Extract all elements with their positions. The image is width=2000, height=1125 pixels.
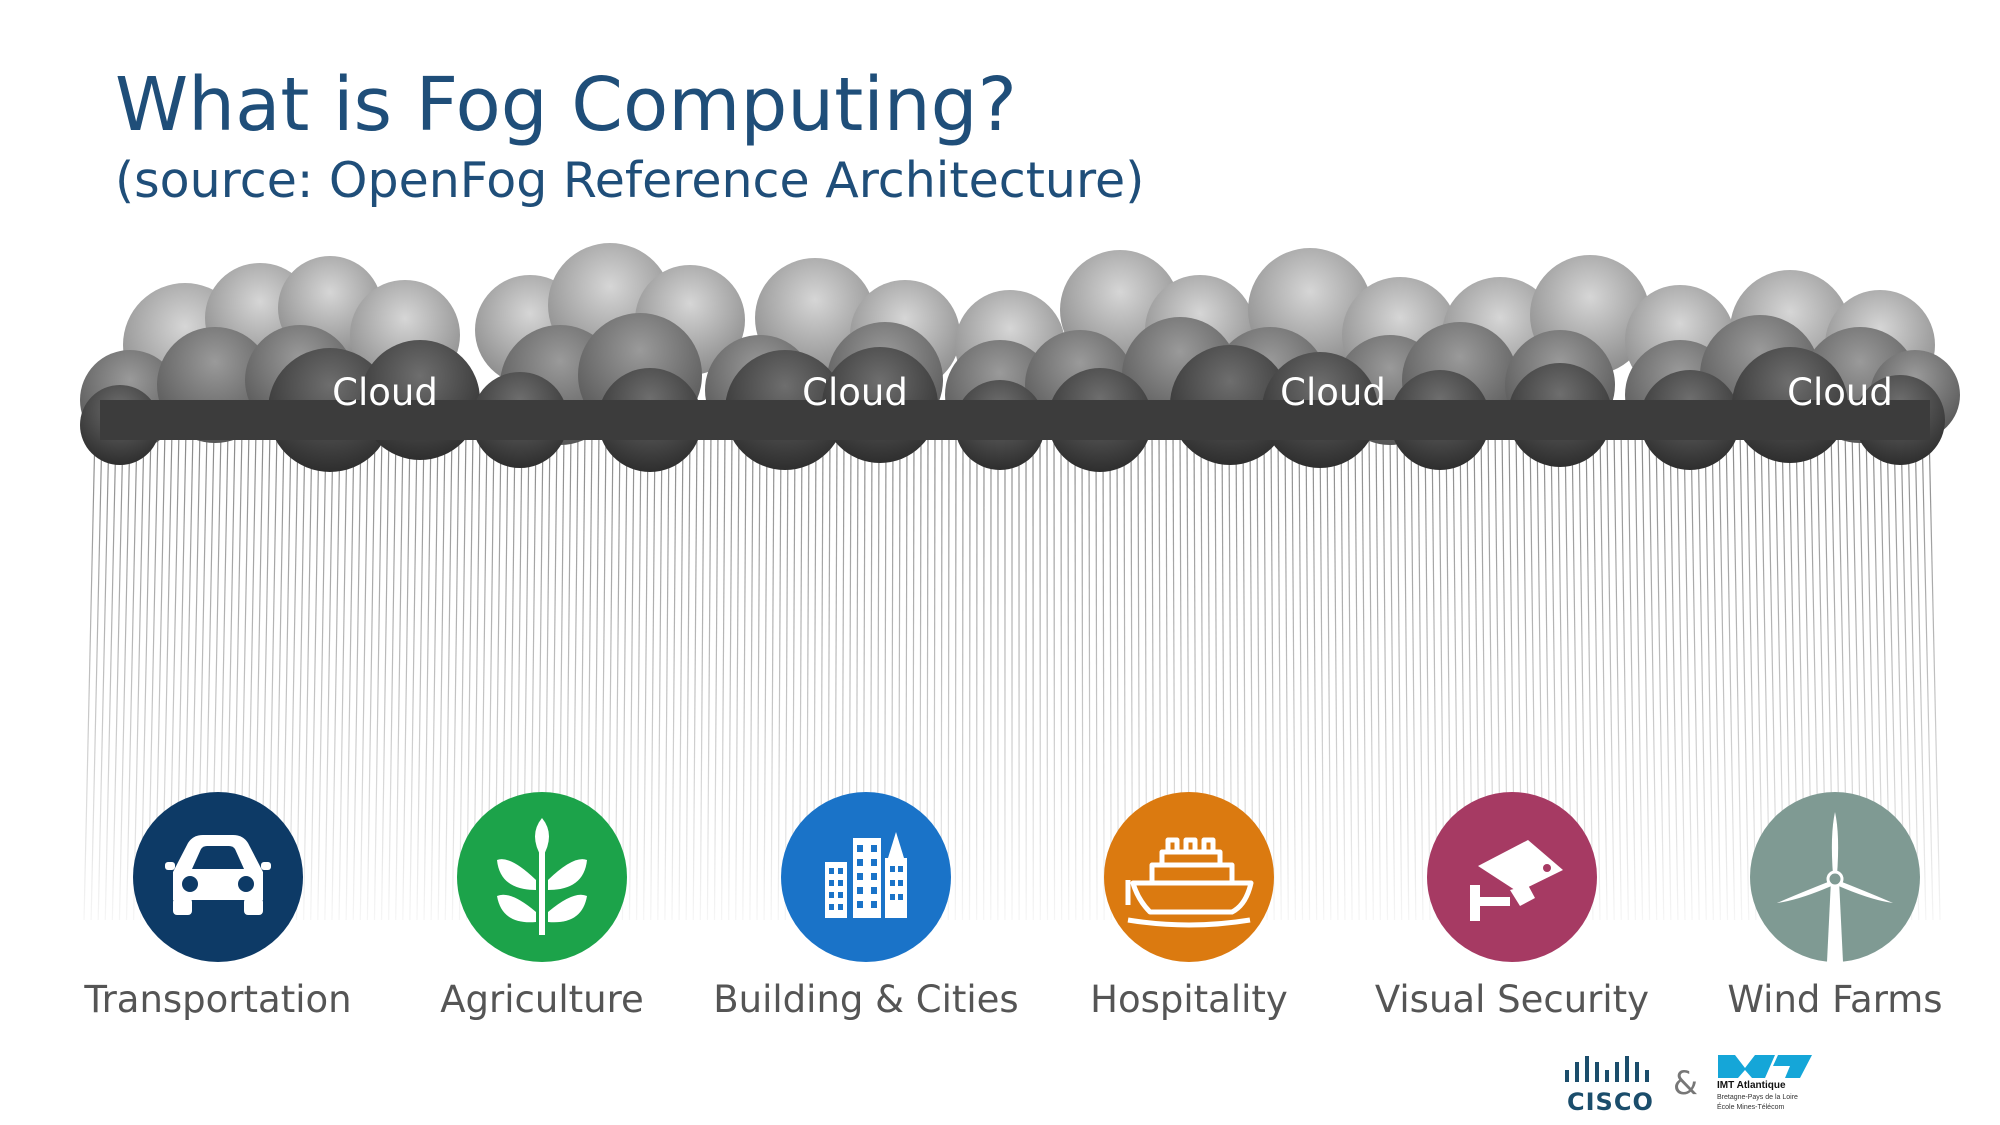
domain-label: Agriculture [440,978,643,1021]
domain-label: Wind Farms [1727,978,1942,1021]
imt-atlantique-line2: École Mines-Télécom [1717,1104,1785,1111]
plant-icon [497,818,587,935]
ampersand: & [1673,1064,1698,1102]
imt-atlantique-name: IMT Atlantique [1717,1080,1786,1091]
cisco-logo-icon [1565,1056,1649,1082]
ship-icon [1125,837,1254,928]
cloud-label-1: Cloud [332,371,438,414]
cloud-label-2: Cloud [802,371,908,414]
slide-title: What is Fog Computing? [115,62,1017,148]
domain-hospitality: Hospitality [1090,792,1288,1021]
cloud-label-3: Cloud [1280,371,1386,414]
domain-visual-security: Visual Security [1375,792,1649,1021]
domain-transportation: Transportation [83,792,352,1021]
cisco-logo: CISCO [1567,1088,1654,1116]
imt-atlantique-line1: Bretagne-Pays de la Loire [1717,1094,1798,1101]
rain-fade [60,440,1960,960]
car-icon [165,835,271,915]
buildings-icon [825,832,907,918]
footer-logos: CISCO & IMT Atlantique Bretagne-Pays de … [1555,1050,1935,1120]
domain-circle [1104,792,1274,962]
cloud-bank [80,243,1960,472]
domain-wind-farms: Wind Farms [1727,792,1943,1021]
domain-building-cities: Building & Cities [713,792,1019,1021]
domain-label: Building & Cities [713,978,1018,1021]
slide-subtitle: (source: OpenFog Reference Architecture) [115,152,1145,209]
domain-label: Visual Security [1375,978,1649,1021]
domain-label: Transportation [83,978,351,1021]
imt-atlantique-logo-icon [1718,1055,1812,1078]
wind-turbine-icon [1777,812,1893,962]
cloud-label-4: Cloud [1787,371,1893,414]
security-camera-icon [1470,840,1563,921]
domain-agriculture: Agriculture [440,792,644,1021]
domain-label: Hospitality [1090,978,1288,1021]
